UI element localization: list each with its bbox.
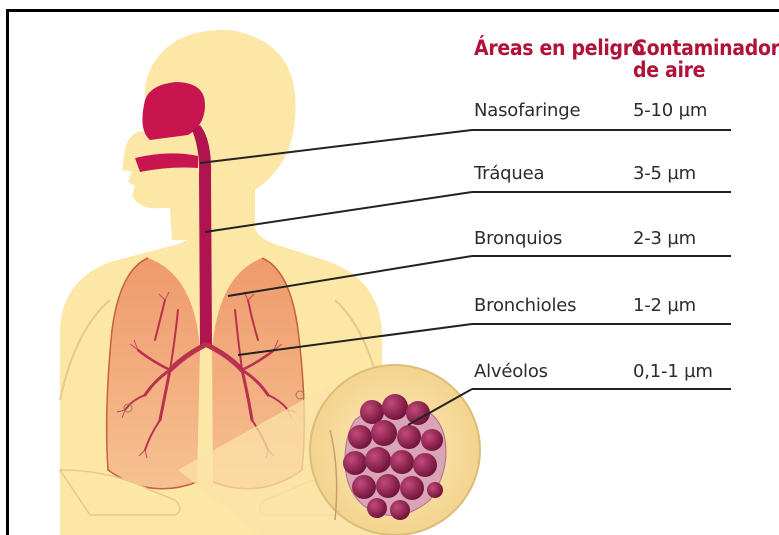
label-nasofaringe: Nasofaringe <box>474 101 580 121</box>
header-contaminants: Contaminadores de aire <box>633 37 779 81</box>
frame-border-top <box>6 9 779 12</box>
size-bronquios: 2-3 µm <box>633 229 696 249</box>
label-bronquios: Bronquios <box>474 229 562 249</box>
size-alveolos: 0,1-1 µm <box>633 362 713 382</box>
label-bronchioles: Bronchioles <box>474 296 576 316</box>
size-nasofaringe: 5-10 µm <box>633 101 707 121</box>
size-bronchioles: 1-2 µm <box>633 296 696 316</box>
label-traquea: Tráquea <box>474 164 544 184</box>
label-alveolos: Alvéolos <box>474 362 548 382</box>
header-areas: Áreas en peligro <box>474 37 644 59</box>
size-traquea: 3-5 µm <box>633 164 696 184</box>
frame-border-left <box>6 9 9 535</box>
